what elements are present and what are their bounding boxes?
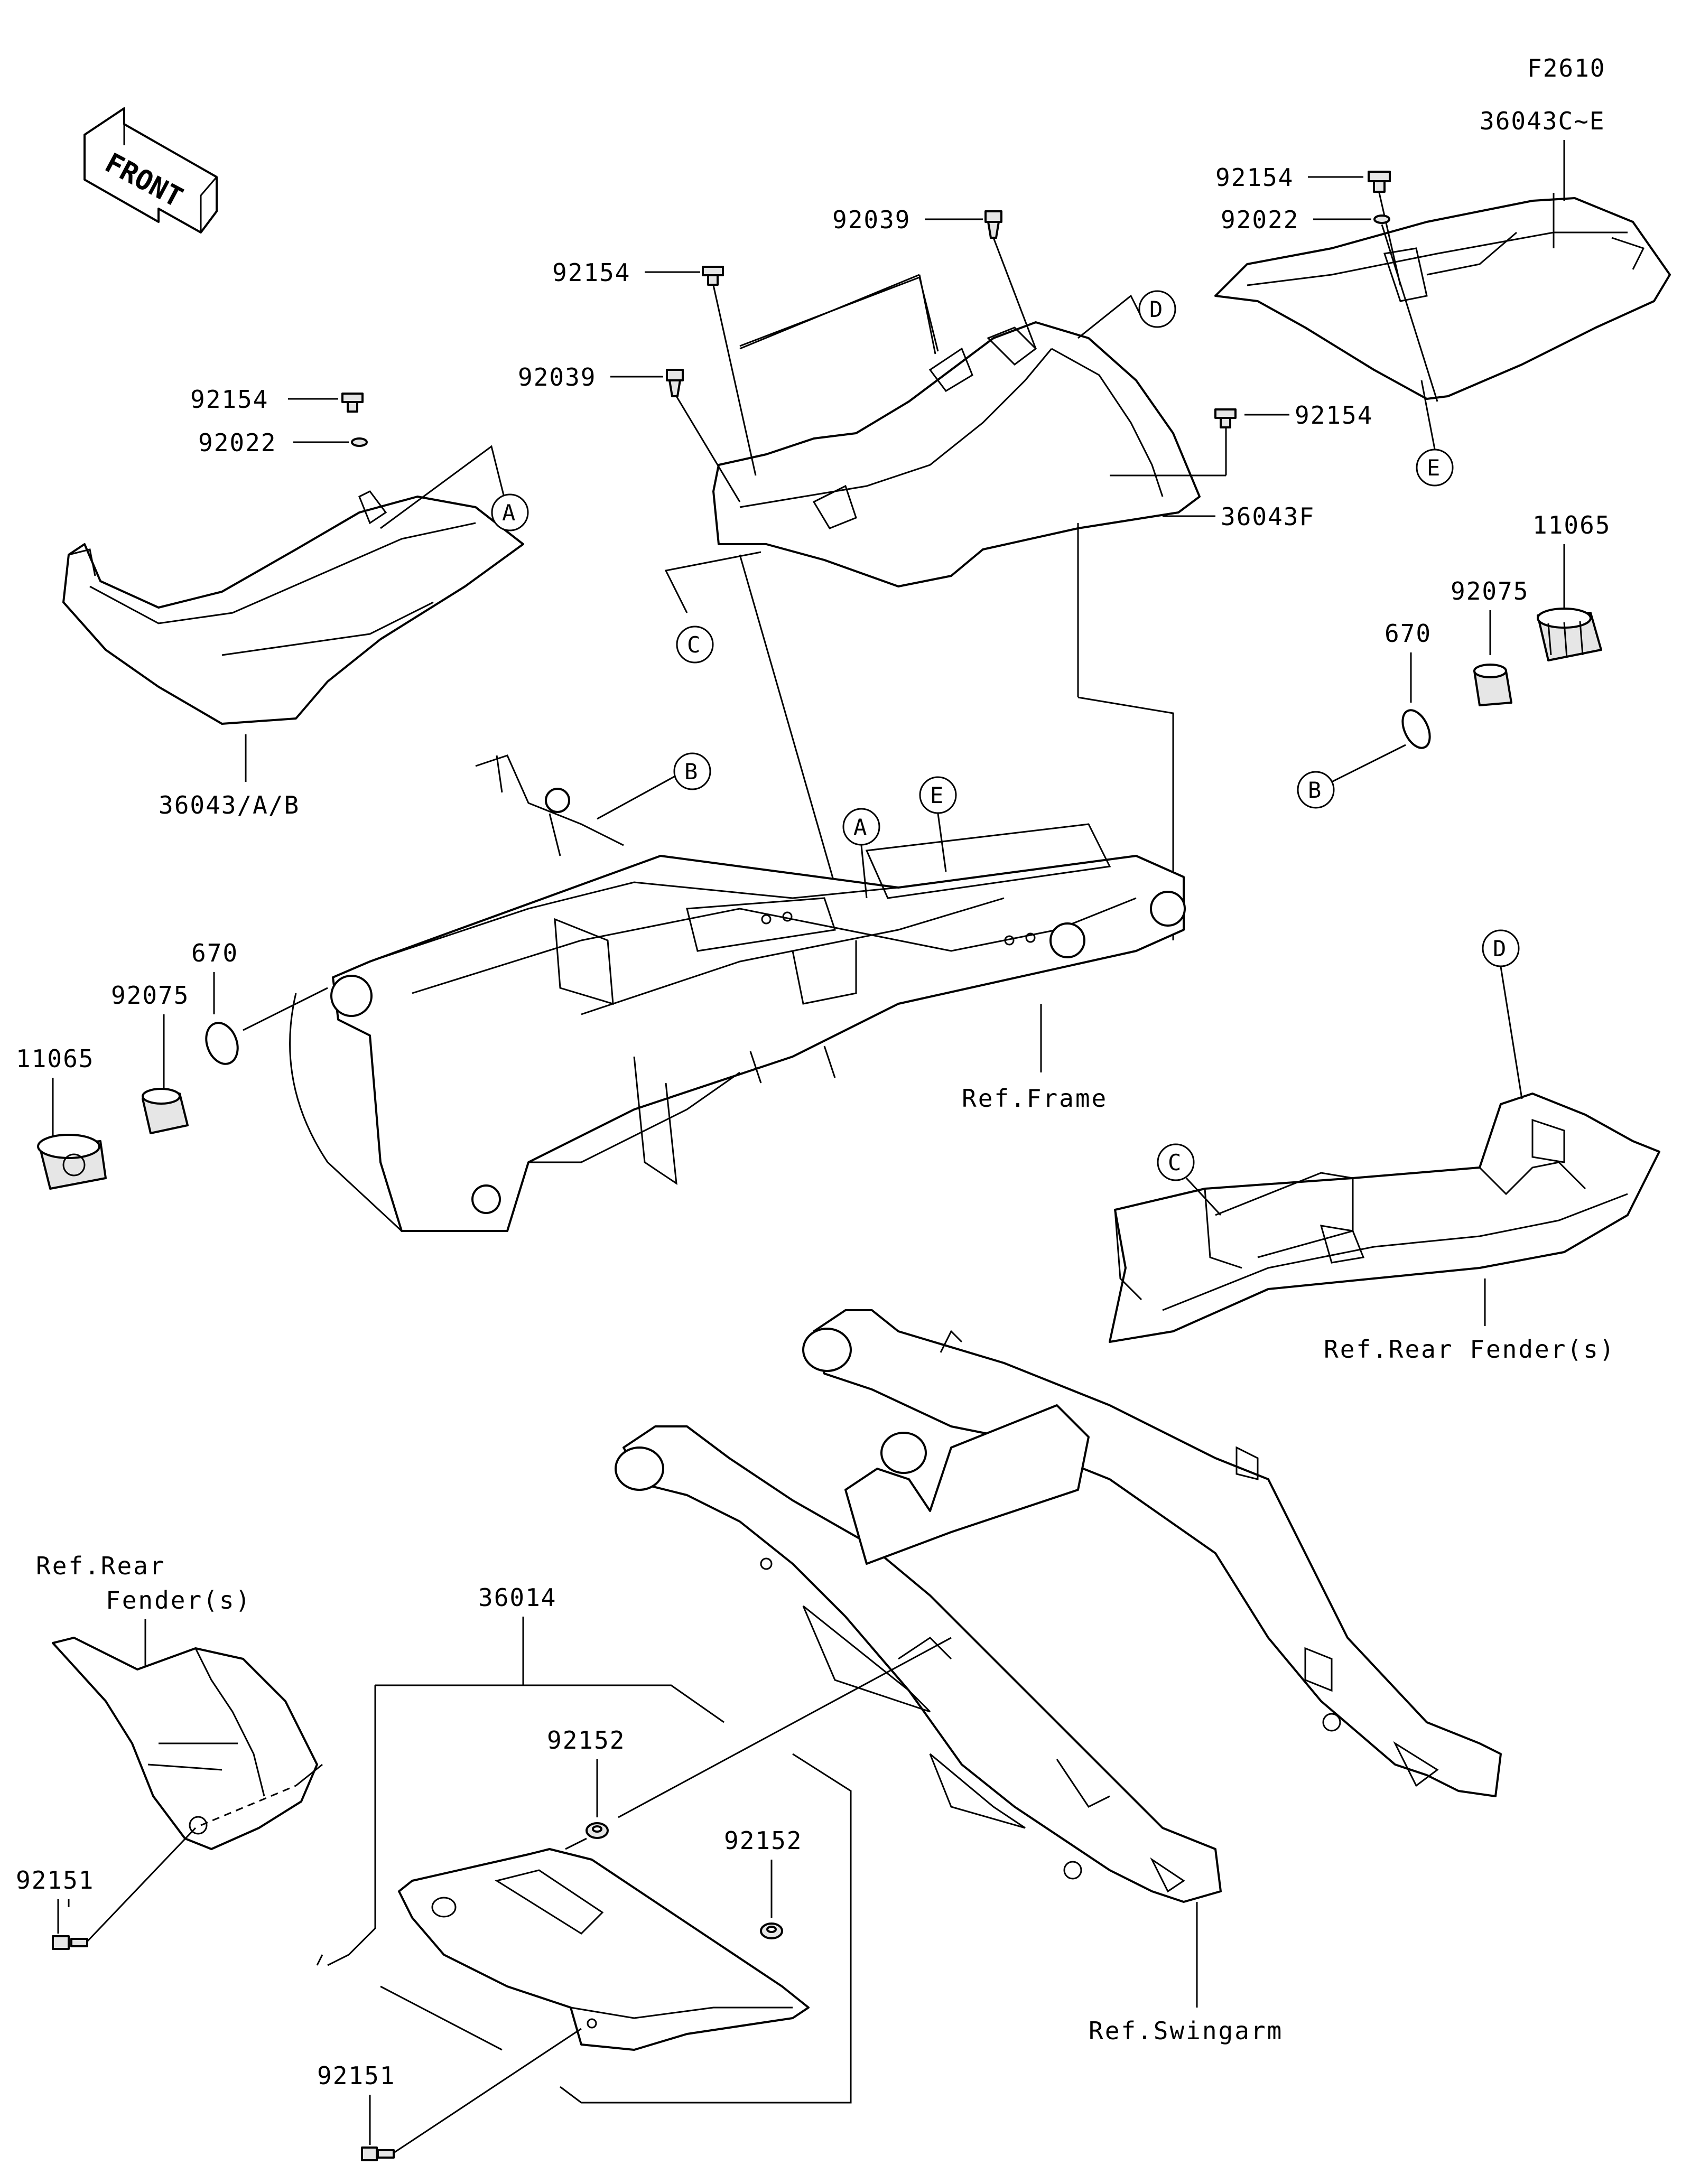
grommet-plug-icon bbox=[1537, 608, 1602, 661]
grommet-icon bbox=[351, 437, 368, 447]
callout-36043-a-b: 36043/A/B bbox=[159, 791, 300, 819]
side-cover-right bbox=[1214, 197, 1671, 400]
frame bbox=[289, 754, 1186, 1232]
connector-e-upper bbox=[1416, 449, 1454, 487]
connector-d-upper bbox=[1138, 290, 1176, 328]
front-arrow-icon: FRONT bbox=[83, 107, 218, 234]
grommet-icon bbox=[1373, 214, 1390, 224]
ref-rear-fender-right: Ref.Rear Fender(s) bbox=[1324, 1335, 1616, 1364]
grommet-plug-icon bbox=[37, 1134, 107, 1190]
callout-36014: 36014 bbox=[478, 1583, 556, 1612]
connector-b-right bbox=[1297, 771, 1335, 809]
bolt-icon bbox=[702, 266, 724, 286]
connector-b-frame bbox=[673, 752, 711, 790]
ref-rear-fender-left-line2: Fender(s) bbox=[106, 1586, 252, 1614]
svg-text:E: E bbox=[930, 782, 943, 808]
callout-92152-a: 92152 bbox=[547, 1726, 625, 1754]
collar-icon bbox=[142, 1088, 189, 1134]
callout-92075-b: 92075 bbox=[111, 981, 189, 1010]
callout-92154-c: 92154 bbox=[1295, 401, 1373, 430]
callout-36043f: 36043F bbox=[1221, 502, 1315, 531]
connector-e-frame bbox=[919, 776, 957, 814]
connector-c-fender bbox=[1157, 1143, 1195, 1181]
bolt-icon bbox=[361, 2146, 395, 2161]
callout-11065-b: 11065 bbox=[16, 1044, 94, 1073]
callout-11065-a: 11065 bbox=[1532, 511, 1611, 539]
chain-cover bbox=[398, 1848, 810, 2051]
o-ring-icon bbox=[205, 1022, 239, 1065]
svg-text:D: D bbox=[1149, 296, 1163, 322]
callout-92039-a: 92039 bbox=[832, 206, 910, 234]
rear-fender-right bbox=[1109, 1093, 1660, 1343]
svg-text:E: E bbox=[1427, 455, 1440, 481]
callout-92151-a: 92151 bbox=[16, 1866, 94, 1894]
nut-icon bbox=[586, 1822, 609, 1839]
svg-text:D: D bbox=[1493, 936, 1506, 962]
svg-text:C: C bbox=[1168, 1150, 1181, 1175]
callout-92154-b: 92154 bbox=[552, 258, 630, 287]
ref-swingarm: Ref.Swingarm bbox=[1089, 2017, 1283, 2045]
callout-670-a: 670 bbox=[1385, 619, 1432, 648]
callout-670-b: 670 bbox=[191, 939, 238, 967]
connector-d-fender bbox=[1482, 929, 1520, 967]
clip-icon bbox=[984, 210, 1002, 239]
collar-icon bbox=[1473, 664, 1512, 706]
callout-92154-d: 92154 bbox=[190, 385, 268, 414]
svg-text:C: C bbox=[687, 632, 700, 658]
connector-a-upper bbox=[491, 493, 529, 531]
side-cover-left bbox=[62, 490, 524, 725]
callout-36043c-e: 36043C~E bbox=[1480, 107, 1605, 135]
callout-92154-a: 92154 bbox=[1215, 163, 1294, 192]
ref-rear-fender-left-line1: Ref.Rear bbox=[36, 1552, 166, 1580]
clip-icon bbox=[666, 369, 684, 397]
svg-text:A: A bbox=[502, 500, 515, 526]
svg-text:A: A bbox=[853, 814, 867, 840]
nut-icon bbox=[760, 1922, 783, 1939]
rear-fender-left bbox=[52, 1637, 318, 1850]
ref-frame: Ref.Frame bbox=[962, 1084, 1108, 1113]
callout-92022-b: 92022 bbox=[198, 428, 276, 457]
figure-code: F2610 bbox=[1527, 54, 1605, 82]
callout-92039-b: 92039 bbox=[518, 363, 596, 391]
callout-92151-b: 92151 bbox=[317, 2061, 395, 2090]
svg-text:B: B bbox=[684, 759, 698, 785]
connector-c-upper bbox=[676, 626, 714, 664]
bolt-icon bbox=[52, 1935, 88, 1950]
callout-92152-b: 92152 bbox=[724, 1826, 802, 1855]
o-ring-icon bbox=[1401, 709, 1431, 749]
connector-a-frame bbox=[842, 808, 880, 846]
bolt-icon bbox=[1368, 171, 1391, 193]
center-cover-36043f bbox=[712, 321, 1201, 587]
bolt-icon bbox=[341, 393, 364, 413]
swingarm bbox=[615, 1309, 1502, 1903]
callout-92075-a: 92075 bbox=[1451, 577, 1529, 605]
bolt-icon bbox=[1214, 408, 1237, 428]
svg-text:B: B bbox=[1308, 777, 1321, 803]
callout-92022-a: 92022 bbox=[1221, 206, 1299, 234]
